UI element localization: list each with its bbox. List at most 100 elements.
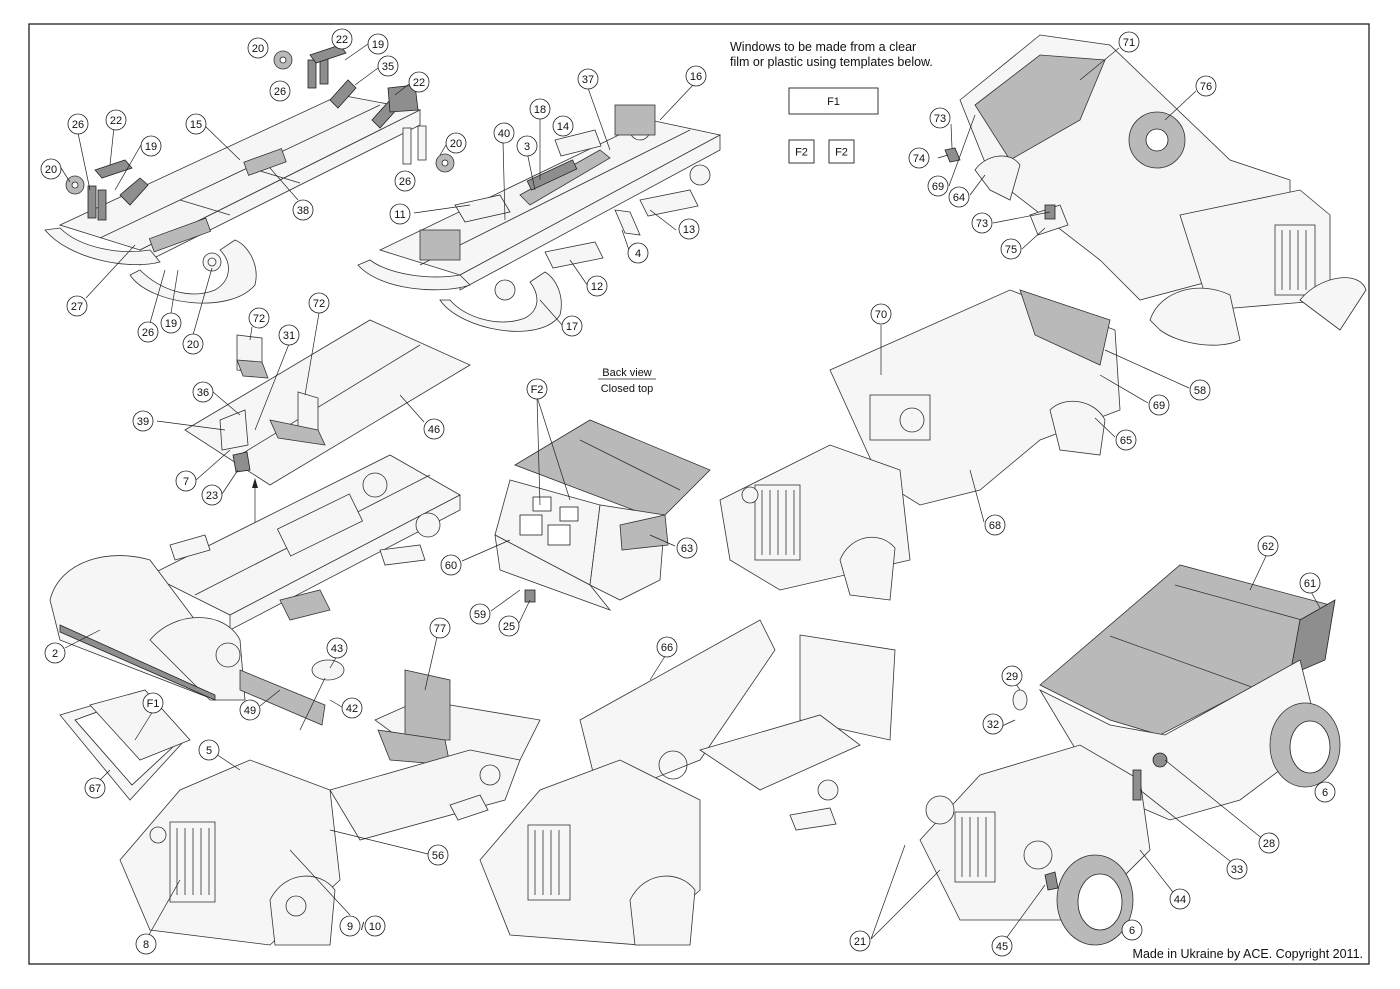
- callout-label: 26: [399, 176, 411, 188]
- vehicle-body-with-seats: [59, 659, 541, 946]
- callout-circle: [66, 295, 88, 317]
- callout-label: 28: [1263, 838, 1275, 850]
- vehicle-body-open: [479, 619, 896, 946]
- callout-circle: [1121, 919, 1143, 941]
- back-view-title: Back view: [602, 367, 652, 379]
- callout-label: 20: [252, 43, 264, 55]
- callout-circle: [678, 218, 700, 240]
- callout-circle: [1258, 832, 1280, 854]
- callout-label: 58: [1194, 385, 1206, 397]
- callout-label: 2: [52, 648, 58, 660]
- copyright-note: Made in Ukraine by ACE. Copyright 2011.: [1133, 947, 1363, 961]
- callout-circle: [427, 844, 449, 866]
- callout-label: 25: [503, 621, 515, 633]
- callout-circle: [685, 65, 707, 87]
- callout-circle: [389, 203, 411, 225]
- callout-circle: [1115, 429, 1137, 451]
- callout-label: 26: [142, 327, 154, 339]
- callout-circle: [331, 28, 353, 50]
- callout-label: 18: [534, 104, 546, 116]
- callout-label: 32: [987, 719, 999, 731]
- callout-label: 19: [145, 141, 157, 153]
- callout-label: 13: [683, 224, 695, 236]
- callout-circle: [247, 37, 269, 59]
- chassis-with-front-fenders: [49, 454, 461, 701]
- back-view-closed-top: [494, 419, 711, 611]
- callout-circle: [429, 617, 451, 639]
- callout-circle: [44, 642, 66, 664]
- callout-label: 77: [434, 623, 446, 635]
- callout-circle: [516, 135, 538, 157]
- callout-circle: [160, 312, 182, 334]
- callout-label: 35: [382, 61, 394, 73]
- callout-label: 20: [45, 164, 57, 176]
- template-f1-label: F1: [827, 96, 840, 108]
- callout-label: 12: [591, 281, 603, 293]
- callout-label: 22: [336, 34, 348, 46]
- callout-label: 9: [347, 921, 353, 933]
- callout-circle: [408, 71, 430, 93]
- callout-circle: [493, 122, 515, 144]
- callout-label: 23: [206, 490, 218, 502]
- callout-label: 14: [557, 121, 569, 133]
- callout-circle: [1148, 394, 1170, 416]
- callout-circle: [849, 930, 871, 952]
- callout-circle: [1169, 888, 1191, 910]
- callout-circle: [577, 68, 599, 90]
- back-view-subtitle: Closed top: [601, 383, 654, 395]
- callout-label: 69: [932, 181, 944, 193]
- callout-label: 45: [996, 941, 1008, 953]
- callout-circle: [445, 132, 467, 154]
- callout-label: 8: [143, 939, 149, 951]
- callout-label: 5: [206, 745, 212, 757]
- callout-circle: [132, 410, 154, 432]
- callout-label: 64: [953, 192, 965, 204]
- callout-circle: [971, 212, 993, 234]
- callout-label: 21: [854, 936, 866, 948]
- callout-circle: [67, 113, 89, 135]
- callout-label: F1: [147, 698, 160, 710]
- callout-label: 46: [428, 424, 440, 436]
- callout-circle: [1118, 31, 1140, 53]
- callout-circle: [908, 147, 930, 169]
- callout-label: 68: [989, 520, 1001, 532]
- callout-circle: [676, 537, 698, 559]
- callout-circle: [84, 777, 106, 799]
- callout-label: 60: [445, 560, 457, 572]
- callout-circle: [627, 242, 649, 264]
- callout-label: 15: [190, 119, 202, 131]
- callout-label: 75: [1005, 244, 1017, 256]
- callout-label: 6: [1129, 925, 1135, 937]
- callout-circle: [561, 315, 583, 337]
- callout-circle: [1195, 75, 1217, 97]
- callout-circle: [339, 915, 361, 937]
- callout-label: 70: [875, 309, 887, 321]
- template-f2a-box: [788, 139, 815, 164]
- callout-circle: [870, 303, 892, 325]
- callout-circle: [1314, 781, 1336, 803]
- callout-circle: [198, 739, 220, 761]
- callout-circle: [292, 199, 314, 221]
- callout-label: 6: [1322, 787, 1328, 799]
- callout-label: 59: [474, 609, 486, 621]
- callout-label: 31: [283, 330, 295, 342]
- callout-circle: [278, 324, 300, 346]
- callout-circle: [1001, 665, 1023, 687]
- callout-circle: [982, 713, 1004, 735]
- callout-label: 17: [566, 321, 578, 333]
- callout-label: 65: [1120, 435, 1132, 447]
- vehicle-open-top-front-view: [719, 289, 1121, 601]
- callout-label: 4: [635, 248, 641, 260]
- callout-label: 19: [165, 318, 177, 330]
- callout-circle: [239, 699, 261, 721]
- callout-circle: [367, 33, 389, 55]
- callout-circle: [269, 80, 291, 102]
- callout-circle: [1257, 535, 1279, 557]
- callout-label: 73: [934, 113, 946, 125]
- callout-circle: [248, 307, 270, 329]
- callout-label: 71: [1123, 37, 1135, 49]
- callout-label: 61: [1304, 578, 1316, 590]
- callout-label: 49: [244, 705, 256, 717]
- callout-label: 29: [1006, 671, 1018, 683]
